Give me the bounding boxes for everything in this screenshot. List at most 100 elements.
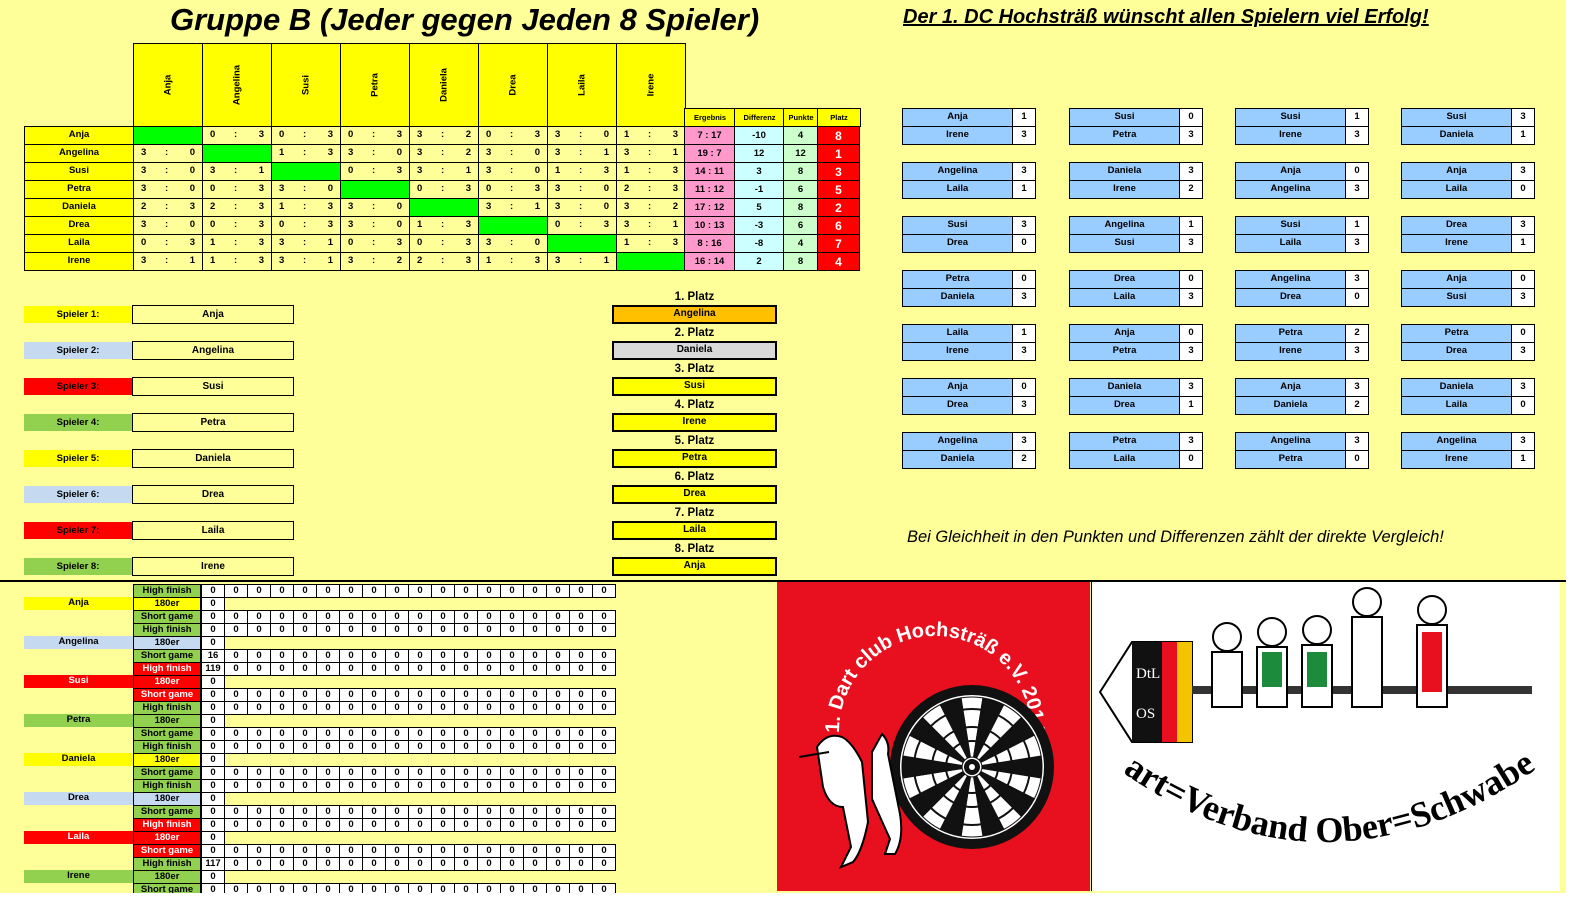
stat-cell[interactable]: 0 [500, 584, 524, 598]
match-score[interactable]: 0 [1345, 162, 1369, 181]
stat-cell[interactable]: 0 [247, 818, 271, 832]
match-score[interactable]: 3 [1012, 342, 1036, 361]
stat-cell[interactable]: 0 [293, 883, 317, 893]
stat-cell[interactable]: 0 [431, 844, 455, 858]
stat-cell[interactable]: 0 [362, 610, 386, 624]
stat-cell[interactable]: 0 [339, 740, 363, 754]
stat-cell[interactable]: 0 [523, 610, 547, 624]
stat-cell[interactable]: 0 [362, 779, 386, 793]
match-score[interactable]: 3 [1012, 126, 1036, 145]
stat-cell[interactable]: 0 [454, 610, 478, 624]
stat-cell[interactable]: 0 [454, 740, 478, 754]
score-cell[interactable]: 0:3 [340, 126, 410, 145]
match-score[interactable]: 0 [1511, 270, 1535, 289]
stat-cell[interactable]: 0 [569, 857, 593, 871]
stat-cell[interactable]: 0 [408, 766, 432, 780]
stat-cell[interactable]: 0 [201, 883, 225, 893]
stat-cell[interactable]: 0 [546, 610, 570, 624]
score-cell[interactable]: 3:1 [478, 198, 548, 217]
score-cell[interactable]: 3:2 [340, 252, 410, 271]
stat-cell[interactable]: 0 [201, 779, 225, 793]
spieler-name[interactable]: Susi [132, 377, 294, 396]
match-score[interactable]: 0 [1179, 108, 1203, 127]
stat-cell[interactable]: 0 [408, 779, 432, 793]
stat-cell[interactable]: 0 [569, 766, 593, 780]
score-cell[interactable]: 0:3 [547, 216, 617, 235]
stat-cell[interactable]: 0 [293, 805, 317, 819]
score-cell[interactable]: 0:3 [271, 126, 341, 145]
score-cell[interactable]: 3:0 [547, 180, 617, 199]
stat-cell[interactable]: 0 [546, 701, 570, 715]
stat-cell[interactable]: 0 [224, 740, 248, 754]
score-cell[interactable]: 1:3 [202, 234, 272, 253]
stat-cell[interactable]: 0 [431, 818, 455, 832]
stat-cell[interactable]: 0 [477, 818, 501, 832]
stat-cell[interactable]: 0 [293, 766, 317, 780]
stat-cell[interactable]: 0 [523, 818, 547, 832]
stat-cell[interactable]: 0 [592, 740, 616, 754]
score-cell[interactable]: 3:0 [133, 144, 203, 163]
stat-cell[interactable]: 0 [500, 662, 524, 676]
stat-cell[interactable]: 0 [500, 623, 524, 637]
stat-cell[interactable]: 0 [431, 727, 455, 741]
score-cell[interactable]: 1:3 [547, 162, 617, 181]
stat-cell[interactable]: 0 [339, 805, 363, 819]
stat-cell[interactable]: 0 [477, 727, 501, 741]
stat-cell[interactable]: 0 [224, 779, 248, 793]
score-cell[interactable]: 3:1 [133, 252, 203, 271]
score-cell[interactable]: 3:2 [409, 144, 479, 163]
stat-cell[interactable]: 0 [201, 675, 225, 689]
ranking-name[interactable]: Laila [612, 521, 777, 540]
stat-cell[interactable]: 0 [569, 844, 593, 858]
match-score[interactable]: 1 [1511, 234, 1535, 253]
spieler-name[interactable]: Anja [132, 305, 294, 324]
spieler-name[interactable]: Laila [132, 521, 294, 540]
score-cell[interactable]: 0:3 [133, 234, 203, 253]
stat-cell[interactable]: 0 [477, 610, 501, 624]
stat-cell[interactable]: 0 [454, 779, 478, 793]
score-cell[interactable]: 1:3 [616, 126, 686, 145]
score-cell[interactable]: 0:3 [340, 234, 410, 253]
match-score[interactable]: 1 [1179, 396, 1203, 415]
match-score[interactable]: 0 [1012, 234, 1036, 253]
spieler-name[interactable]: Petra [132, 413, 294, 432]
stat-cell[interactable]: 0 [569, 779, 593, 793]
stat-cell[interactable]: 0 [431, 883, 455, 893]
stat-cell[interactable]: 0 [546, 584, 570, 598]
stat-cell[interactable]: 0 [592, 662, 616, 676]
stat-cell[interactable]: 0 [316, 805, 340, 819]
stat-cell[interactable]: 0 [385, 610, 409, 624]
stat-cell[interactable]: 0 [201, 623, 225, 637]
stat-cell[interactable]: 0 [523, 662, 547, 676]
stat-cell[interactable]: 0 [523, 727, 547, 741]
stat-cell[interactable]: 0 [500, 805, 524, 819]
match-score[interactable]: 3 [1511, 378, 1535, 397]
ranking-name[interactable]: Daniela [612, 341, 777, 360]
stat-cell[interactable]: 0 [247, 844, 271, 858]
stat-cell[interactable]: 0 [270, 662, 294, 676]
stat-cell[interactable]: 0 [293, 688, 317, 702]
spieler-name[interactable]: Drea [132, 485, 294, 504]
score-cell[interactable]: 1:3 [271, 198, 341, 217]
stat-cell[interactable]: 0 [270, 740, 294, 754]
stat-cell[interactable]: 0 [224, 623, 248, 637]
score-cell[interactable]: 3:0 [547, 126, 617, 145]
stat-cell[interactable]: 0 [339, 844, 363, 858]
stat-cell[interactable]: 0 [546, 805, 570, 819]
stat-cell[interactable]: 0 [477, 740, 501, 754]
stat-cell[interactable]: 0 [270, 883, 294, 893]
stat-cell[interactable]: 0 [546, 623, 570, 637]
score-cell[interactable]: 3:1 [616, 144, 686, 163]
stat-cell[interactable]: 0 [592, 688, 616, 702]
stat-cell[interactable]: 0 [224, 701, 248, 715]
stat-cell[interactable]: 0 [362, 688, 386, 702]
stat-cell[interactable]: 0 [201, 610, 225, 624]
stat-cell[interactable]: 0 [201, 688, 225, 702]
stat-cell[interactable]: 0 [247, 623, 271, 637]
stat-cell[interactable]: 0 [362, 766, 386, 780]
stat-cell[interactable]: 0 [431, 584, 455, 598]
score-cell[interactable]: 3:0 [133, 180, 203, 199]
stat-cell[interactable]: 0 [293, 857, 317, 871]
stat-cell[interactable]: 0 [569, 662, 593, 676]
ranking-name[interactable]: Petra [612, 449, 777, 468]
